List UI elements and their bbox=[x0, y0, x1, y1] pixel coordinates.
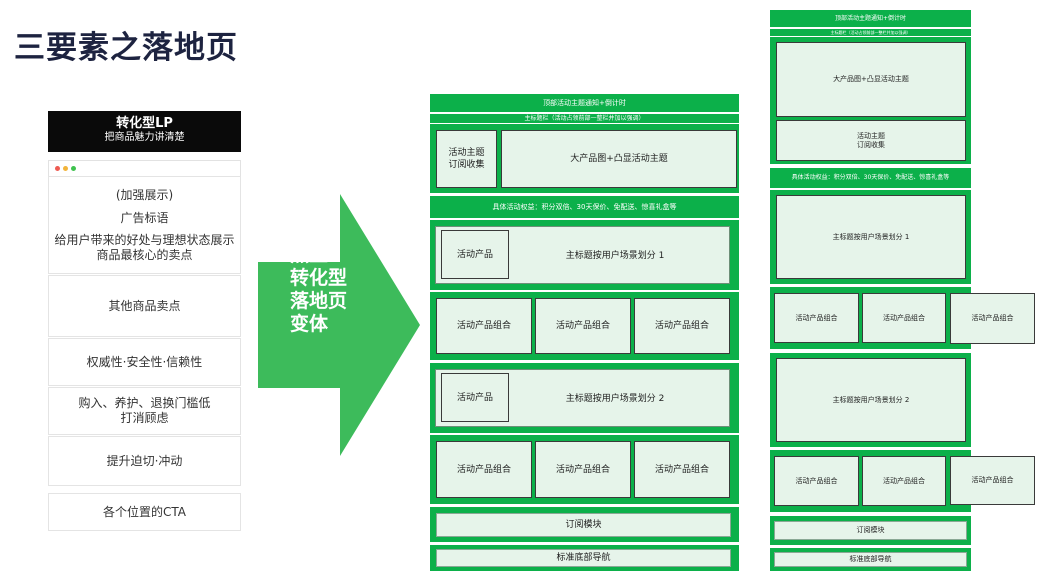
b-combo-cell-overflow: 活动产品组合 bbox=[950, 293, 1035, 344]
b-benefits-bar: 具体活动权益：积分双倍、30天保价、免配送、惊喜礼盒等 bbox=[770, 168, 971, 188]
lp-urgency-label: 提升迫切·冲动 bbox=[106, 453, 183, 468]
b-hero-cell: 大产品图+凸显活动主题 bbox=[776, 42, 966, 117]
a-scene-section-2: 活动产品 主标题按用户场景划分 2 bbox=[430, 363, 739, 433]
a-scene-title-1: 主标题按用户场景划分 1 bbox=[565, 251, 665, 261]
a-subscribe-label: 订阅收集 bbox=[448, 160, 485, 170]
b-scene-cell-2: 主标题按用户场景划分 2 bbox=[776, 358, 966, 442]
b-combo-cell: 活动产品组合 bbox=[862, 456, 946, 506]
close-dot-icon bbox=[55, 166, 60, 171]
a-footer-section: 标准底部导航 bbox=[430, 545, 739, 571]
a-scene-title-2: 主标题按用户场景划分 2 bbox=[565, 394, 665, 404]
b-scene-cell-1: 主标题按用户场景划分 1 bbox=[776, 195, 966, 279]
lp-section-low-barrier: 购入、养护、退换门槛低 打消顾虑 bbox=[48, 387, 241, 435]
b-theme-label: 活动主题 bbox=[857, 131, 885, 140]
b-subscribe-section: 订阅模块 bbox=[770, 516, 971, 545]
lp-barrier-label-1: 购入、养护、退换门槛低 bbox=[78, 396, 211, 410]
arrow-label-line-2: 转化型 bbox=[290, 267, 348, 289]
a-combo-cell: 活动产品组合 bbox=[436, 441, 532, 498]
b-combo-row-2: 活动产品组合 活动产品组合 bbox=[770, 450, 971, 512]
right-arrow-icon bbox=[258, 194, 420, 456]
browser-chrome bbox=[48, 160, 241, 176]
a-combo-row-2: 活动产品组合 活动产品组合 活动产品组合 bbox=[430, 435, 739, 504]
b-footer-section: 标准底部导航 bbox=[770, 548, 971, 571]
lp-section-hero: (加强展示) 广告标语 给用户带来的好处与理想状态展示 商品最核心的卖点 bbox=[48, 176, 241, 274]
lp-header-title: 转化型LP bbox=[116, 116, 173, 131]
a-product-cell-1: 活动产品 bbox=[441, 230, 509, 279]
lp-section-cta: 各个位置的CTA bbox=[48, 493, 241, 531]
a-combo-cell: 活动产品组合 bbox=[535, 441, 631, 498]
b-theme-cell: 活动主题 订阅收集 bbox=[776, 120, 966, 161]
lp-hero-core: 商品最核心的卖点 bbox=[96, 247, 193, 262]
arrow-label-line-4: 变体 bbox=[290, 313, 329, 335]
b-combo-cell-overflow: 活动产品组合 bbox=[950, 456, 1035, 505]
b-hero-section: 大产品图+凸显活动主题 活动主题 订阅收集 bbox=[770, 37, 971, 164]
b-combo-cell: 活动产品组合 bbox=[774, 293, 859, 343]
lp-other-points-label: 其他商品卖点 bbox=[108, 298, 181, 313]
maximize-dot-icon bbox=[71, 166, 76, 171]
b-top-bar: 顶部活动主题通知+倒计时 bbox=[770, 10, 971, 27]
a-benefits-bar: 具体活动权益：积分双倍、30天保价、免配送、惊喜礼盒等 bbox=[430, 196, 739, 218]
lp-barrier-label-2: 打消顾虑 bbox=[120, 411, 169, 425]
a-sub-bar: 主标题栏（活动占领前部一整栏并加以强调） bbox=[430, 113, 739, 124]
a-combo-cell: 活动产品组合 bbox=[535, 298, 631, 354]
lp-trust-label: 权威性·安全性·信赖性 bbox=[86, 354, 203, 369]
lp-section-urgency: 提升迫切·冲动 bbox=[48, 436, 241, 486]
lp-section-other-points: 其他商品卖点 bbox=[48, 275, 241, 337]
lp-cta-label: 各个位置的CTA bbox=[103, 504, 186, 519]
arrow-label: 黑五 转化型 落地页 变体 bbox=[290, 244, 370, 336]
b-combo-cell: 活动产品组合 bbox=[862, 293, 946, 343]
a-footer-nav: 标准底部导航 bbox=[436, 549, 731, 567]
arrow-label-line-3: 落地页 bbox=[290, 290, 348, 312]
lp-header-subtitle: 把商品魅力讲清楚 bbox=[104, 132, 185, 143]
a-theme-cell: 活动主题 订阅收集 bbox=[436, 130, 497, 188]
b-subscribe-module: 订阅模块 bbox=[774, 521, 967, 540]
lp-section-trust: 权威性·安全性·信赖性 bbox=[48, 338, 241, 386]
arrow-label-line-1: 黑五 bbox=[290, 244, 329, 266]
a-hero-section: 活动主题 订阅收集 大产品图+凸显活动主题 bbox=[430, 124, 739, 193]
b-scene-section-1: 主标题按用户场景划分 1 bbox=[770, 190, 971, 284]
b-combo-cell: 活动产品组合 bbox=[774, 456, 859, 506]
lp-hero-emphasis: (加强展示) bbox=[115, 187, 174, 202]
page-title: 三要素之落地页 bbox=[14, 30, 238, 66]
a-combo-cell: 活动产品组合 bbox=[634, 441, 730, 498]
a-theme-label: 活动主题 bbox=[448, 148, 485, 158]
a-scene-section-1: 活动产品 主标题按用户场景划分 1 bbox=[430, 220, 739, 290]
lp-header: 转化型LP 把商品魅力讲清楚 bbox=[48, 111, 241, 152]
b-footer-nav: 标准底部导航 bbox=[774, 552, 967, 567]
lp-hero-slogan: 广告标语 bbox=[120, 210, 169, 225]
a-subscribe-module: 订阅模块 bbox=[436, 513, 731, 537]
a-subscribe-section: 订阅模块 bbox=[430, 507, 739, 542]
minimize-dot-icon bbox=[63, 166, 68, 171]
a-top-bar: 顶部活动主题通知+倒计时 bbox=[430, 94, 739, 112]
a-combo-cell: 活动产品组合 bbox=[436, 298, 532, 354]
b-sub-bar: 主标题栏（活动占领前部一整栏并加以强调） bbox=[770, 28, 971, 37]
b-scene-section-2: 主标题按用户场景划分 2 bbox=[770, 353, 971, 447]
lp-hero-benefit: 给用户带来的好处与理想状态展示 bbox=[54, 232, 235, 247]
a-product-cell-2: 活动产品 bbox=[441, 373, 509, 422]
b-subscribe-label: 订阅收集 bbox=[857, 140, 885, 149]
b-combo-row-1: 活动产品组合 活动产品组合 bbox=[770, 287, 971, 349]
a-combo-row-1: 活动产品组合 活动产品组合 活动产品组合 bbox=[430, 292, 739, 360]
a-combo-cell: 活动产品组合 bbox=[634, 298, 730, 354]
a-hero-cell: 大产品图+凸显活动主题 bbox=[501, 130, 737, 188]
